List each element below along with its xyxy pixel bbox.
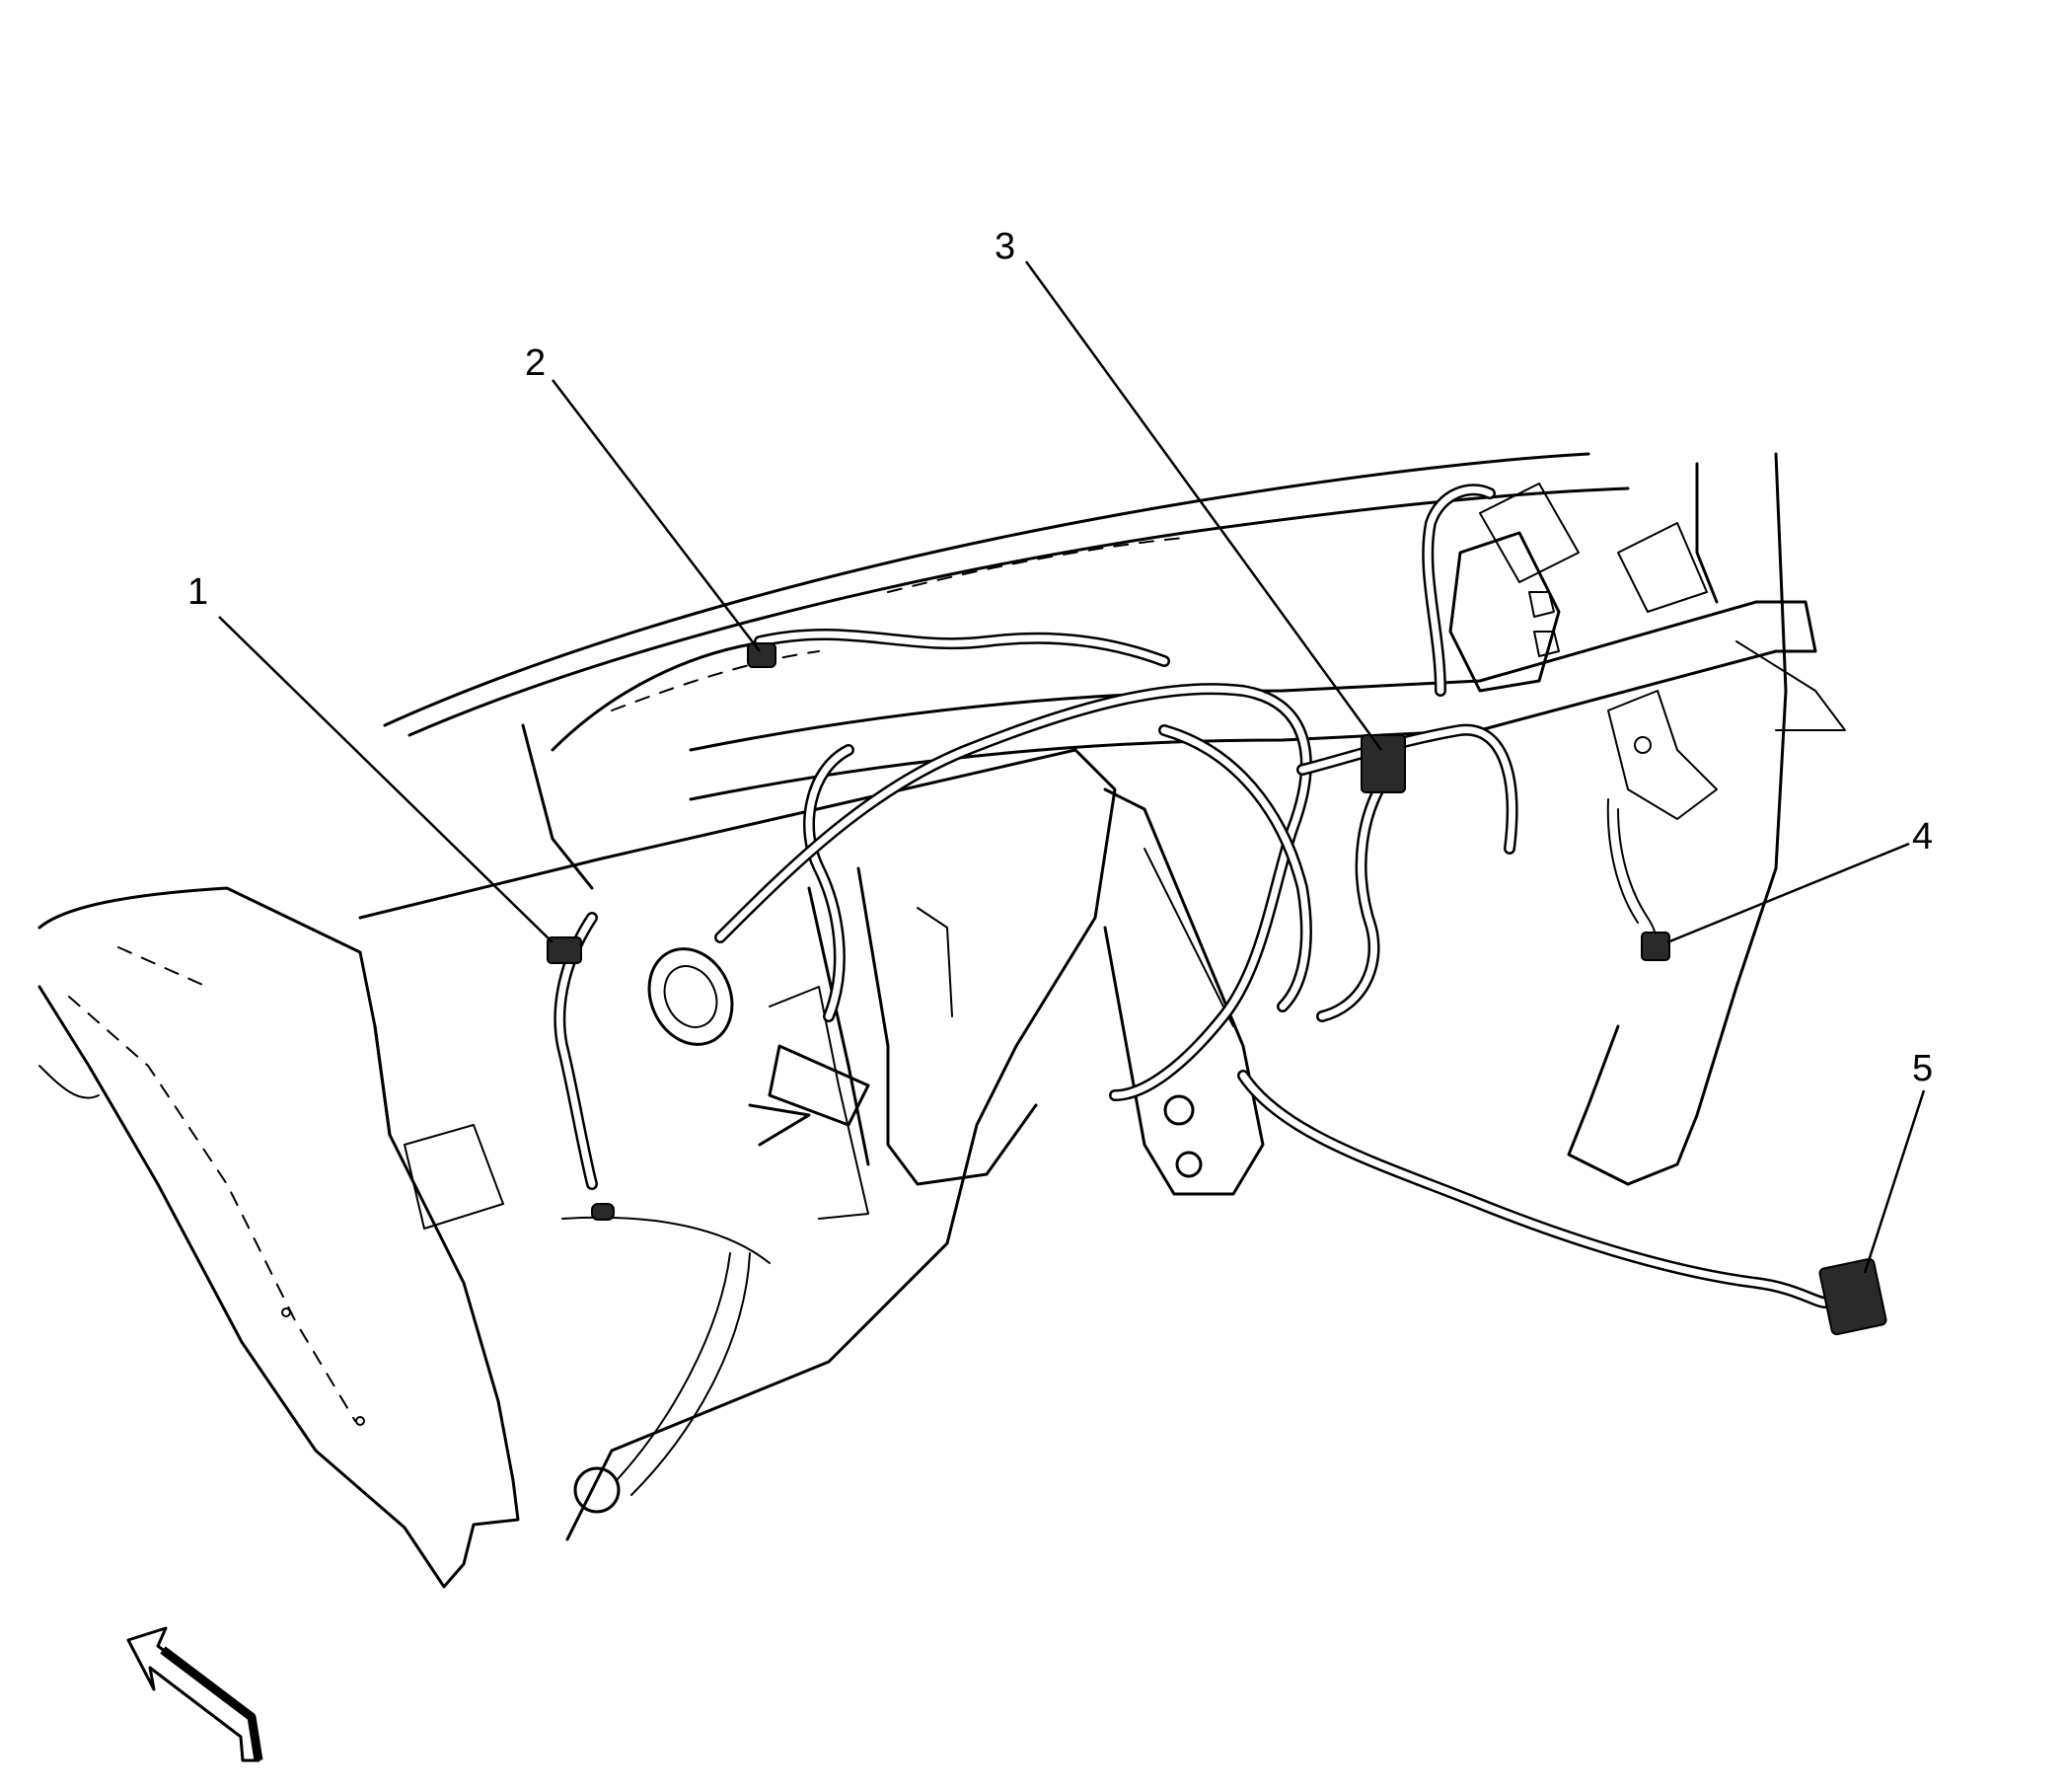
right-pillar <box>1567 452 1788 1186</box>
connector-ground <box>591 1203 615 1221</box>
connector-5 <box>1818 1257 1887 1336</box>
arrow-icon <box>126 1626 263 1762</box>
left-fender-panel <box>37 886 520 1589</box>
center-stack <box>647 947 734 1046</box>
connector-3 <box>1361 734 1406 793</box>
connector-4 <box>1641 932 1670 961</box>
pedal-assembly <box>748 866 1038 1186</box>
wiring-harness <box>553 484 1831 1308</box>
connector-2 <box>747 642 776 668</box>
callout-1: 1 <box>187 571 208 613</box>
instrument-panel-top <box>383 452 1708 890</box>
callout-4: 4 <box>1912 816 1933 858</box>
connector-1 <box>547 936 582 964</box>
connectors <box>547 642 1887 1336</box>
callout-2: 2 <box>525 342 546 384</box>
leader-lines <box>218 261 1926 1274</box>
callout-5: 5 <box>1912 1048 1933 1089</box>
bulkhead-panel <box>358 748 1117 1541</box>
callout-3: 3 <box>995 226 1015 267</box>
junction-block <box>1448 531 1561 693</box>
steering-column-bracket <box>1103 787 1265 1196</box>
